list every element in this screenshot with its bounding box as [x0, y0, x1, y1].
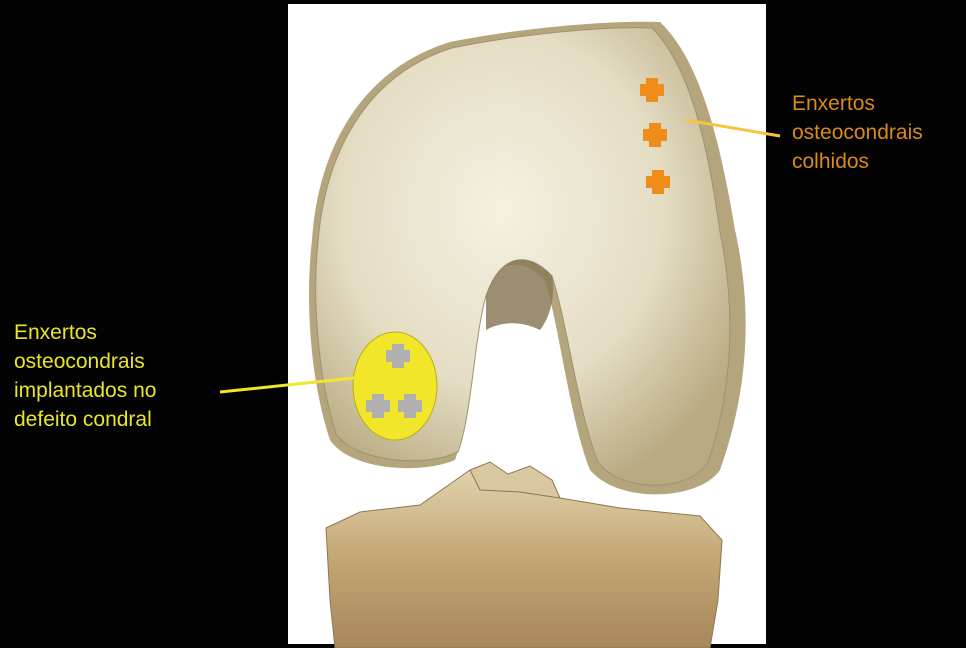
harvested-label-line: colhidos — [792, 147, 923, 176]
implanted-label-line: defeito condral — [14, 405, 156, 434]
implanted-label-line: implantados no — [14, 376, 156, 405]
harvested-label-line: Enxertos — [792, 89, 923, 118]
tibia-bone — [326, 470, 722, 648]
harvested-label-line: osteocondrais — [792, 118, 923, 147]
implanted-grafts-label: Enxertos osteocondrais implantados no de… — [14, 318, 156, 434]
harvested-grafts-label: Enxertos osteocondrais colhidos — [792, 89, 923, 176]
implanted-label-line: osteocondrais — [14, 347, 156, 376]
implanted-label-line: Enxertos — [14, 318, 156, 347]
